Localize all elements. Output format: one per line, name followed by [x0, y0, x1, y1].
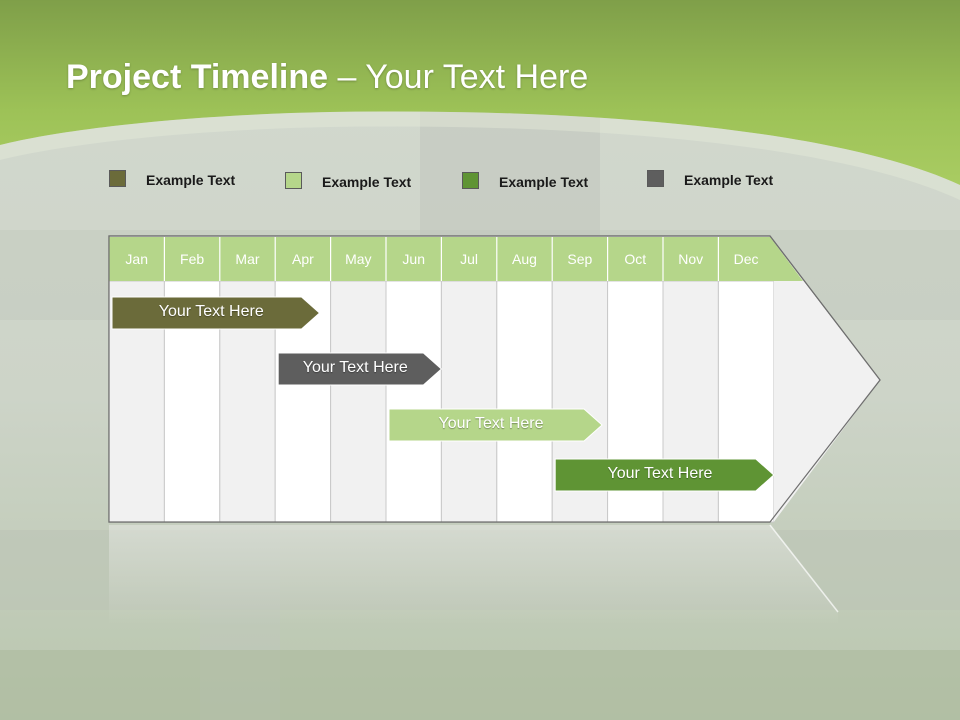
legend-label: Example Text	[146, 172, 236, 188]
task-label: Your Text Here	[438, 415, 544, 432]
month-label-mar: Mar	[235, 251, 260, 267]
task-bar	[388, 408, 603, 442]
month-label-jan: Jan	[125, 251, 148, 267]
month-label-jun: Jun	[402, 251, 425, 267]
arrow-reflection	[109, 525, 838, 625]
task-bar	[554, 458, 775, 492]
month-header-band	[109, 237, 803, 281]
legend-label: Example Text	[499, 174, 589, 190]
task-bar	[277, 352, 443, 386]
month-label-sep: Sep	[567, 251, 593, 267]
task-bars	[111, 296, 775, 492]
month-label-aug: Aug	[512, 251, 537, 267]
month-column	[330, 280, 387, 523]
page-title: Project Timeline – Your Text Here	[66, 58, 588, 97]
task-label: Your Text Here	[607, 465, 713, 482]
title-bold: Project Timeline	[66, 58, 329, 96]
month-label-dec: Dec	[733, 251, 759, 267]
month-label-jul: Jul	[460, 251, 479, 267]
task-label: Your Text Here	[302, 359, 408, 376]
legend-swatch	[462, 172, 479, 189]
month-label-apr: Apr	[291, 251, 314, 267]
legend-swatch	[285, 172, 302, 189]
month-label-nov: Nov	[678, 251, 704, 267]
task-label: Your Text Here	[158, 303, 264, 320]
title-rest: – Your Text Here	[328, 58, 589, 96]
legend-label: Example Text	[322, 174, 412, 190]
task-bar	[111, 296, 321, 330]
month-label-oct: Oct	[624, 251, 647, 267]
legend-swatch	[647, 170, 664, 187]
legend-swatch	[109, 170, 126, 187]
month-header-dividers	[163, 237, 720, 281]
month-column	[440, 280, 498, 523]
legend-label: Example Text	[684, 172, 774, 188]
month-label-feb: Feb	[180, 251, 205, 267]
arrow-tip	[773, 281, 880, 522]
month-column	[385, 280, 442, 523]
month-column	[496, 280, 553, 523]
month-label-may: May	[345, 251, 372, 267]
